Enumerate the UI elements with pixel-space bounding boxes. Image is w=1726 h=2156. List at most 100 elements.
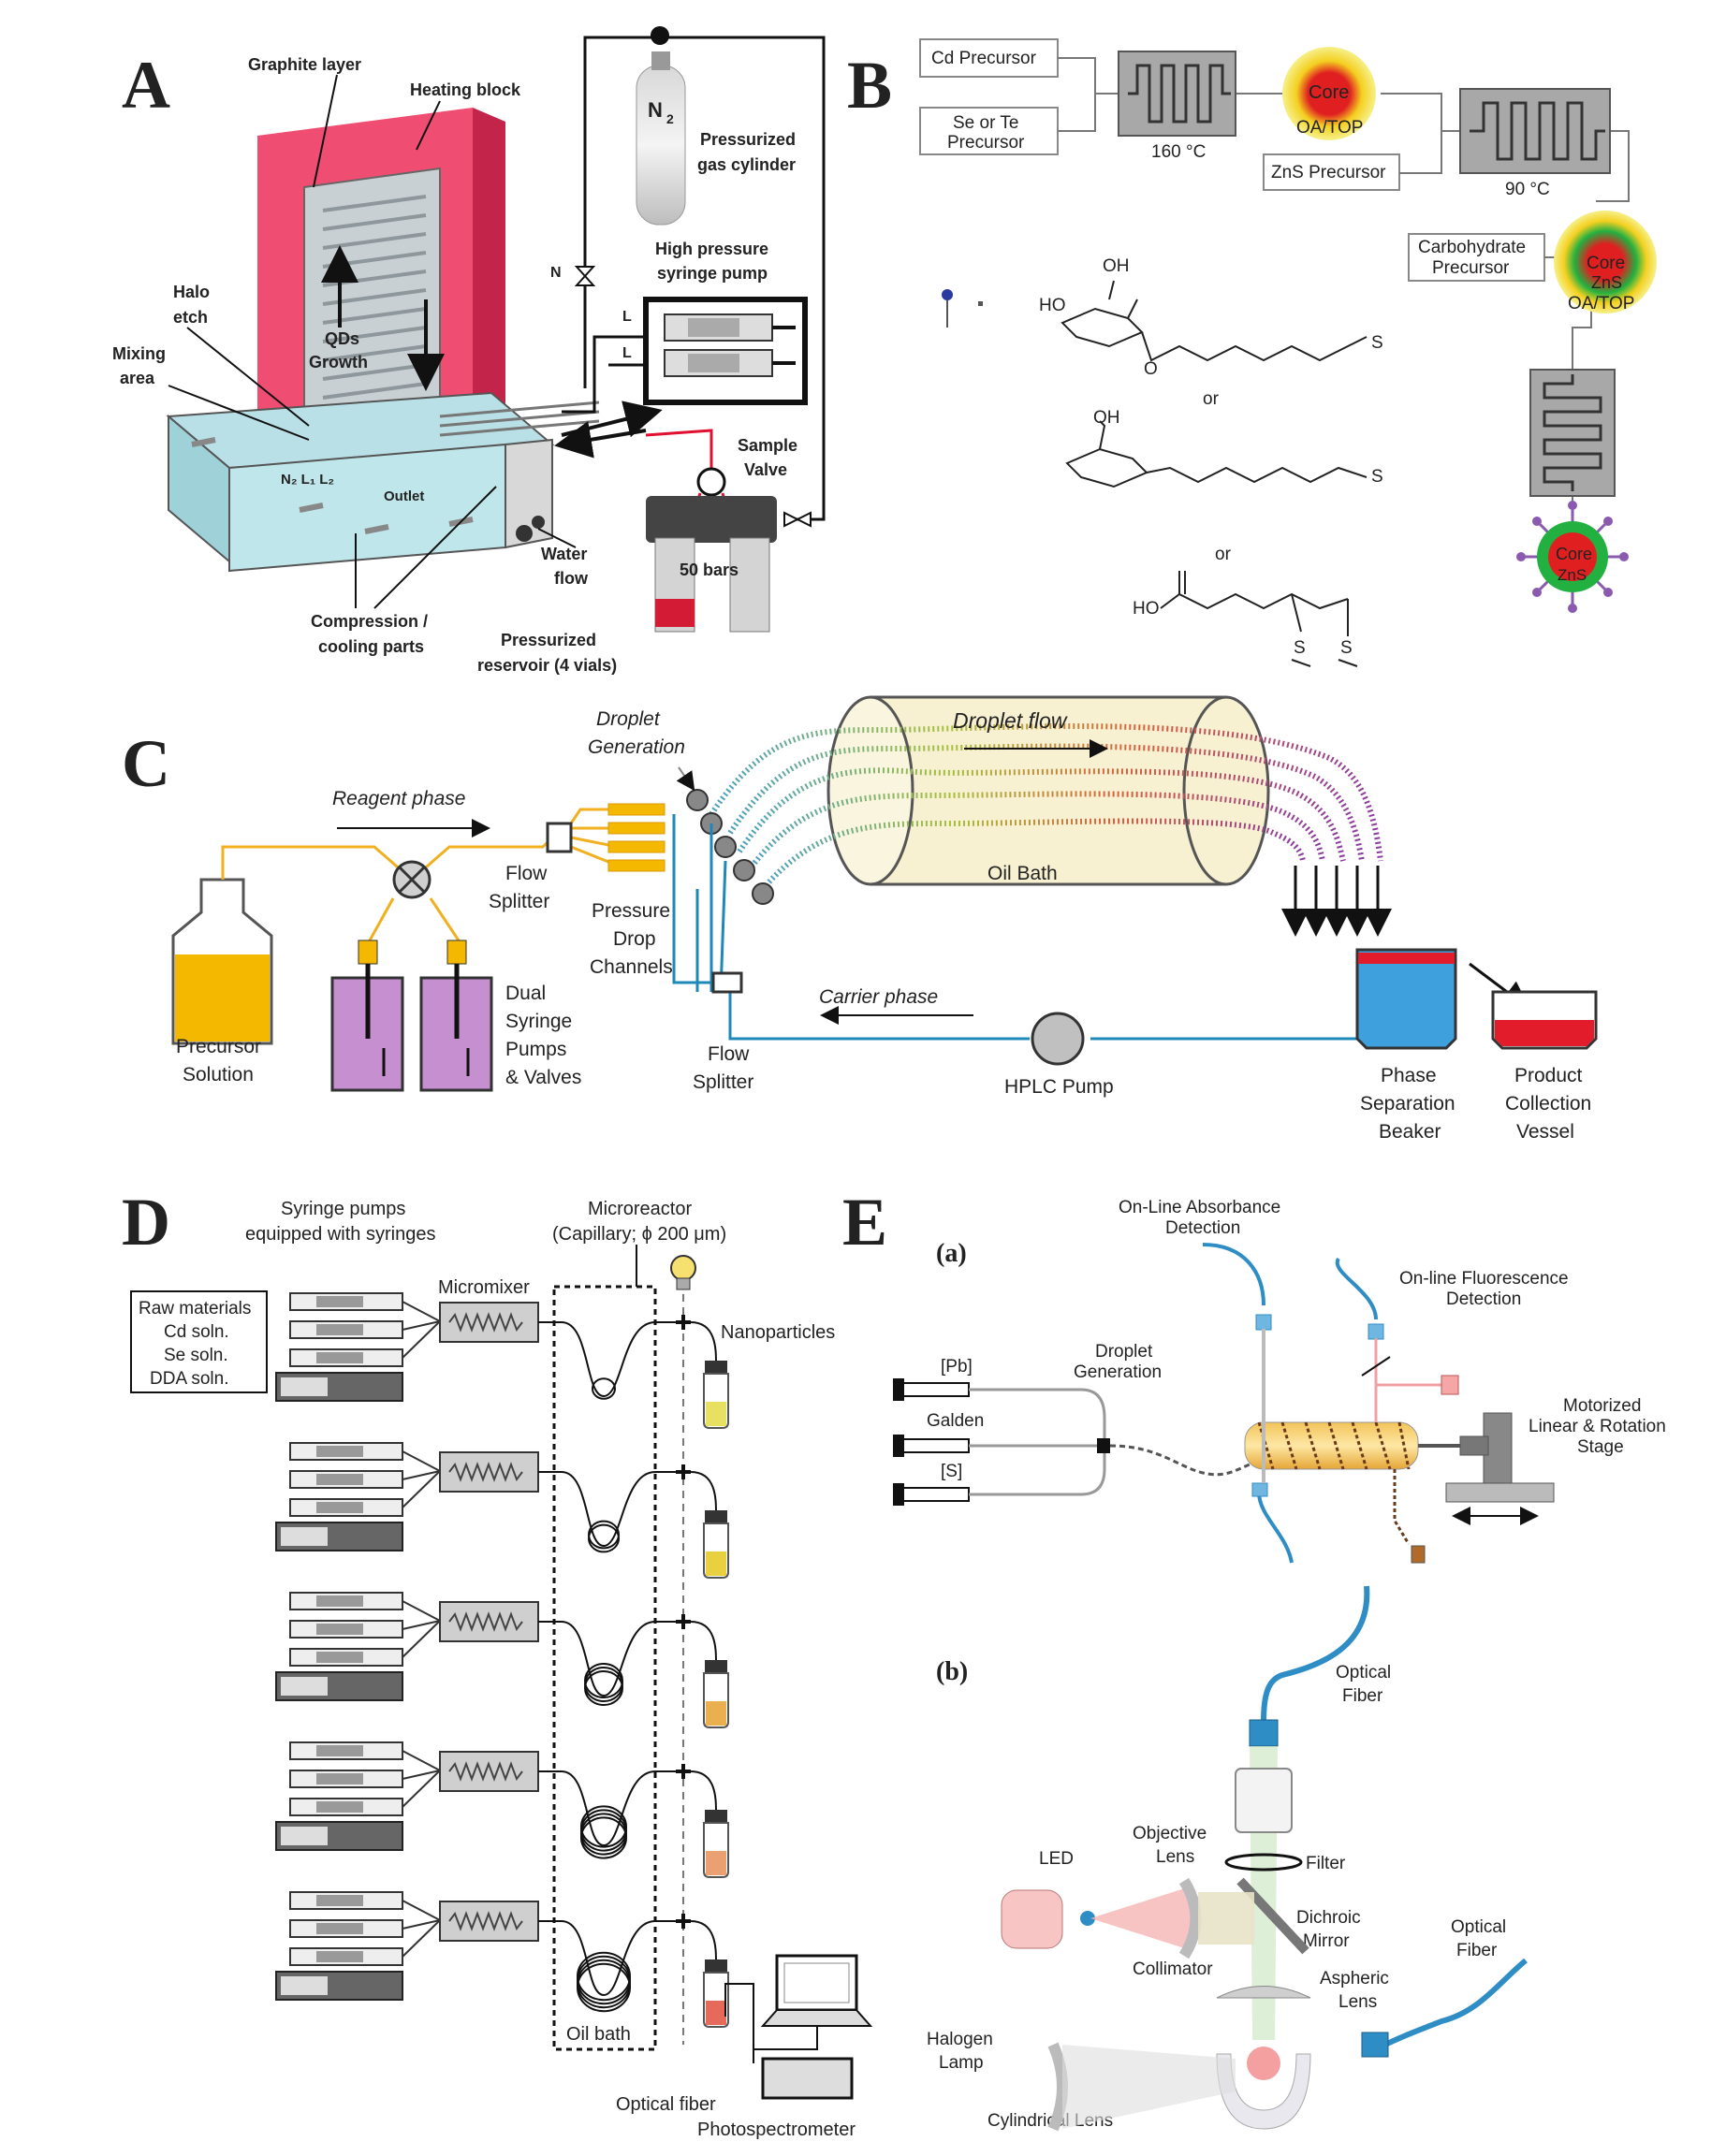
water-label-1: Water xyxy=(541,545,587,563)
motorized-label-3: Stage xyxy=(1577,1437,1624,1457)
pressure-drop-label-2: Drop xyxy=(613,928,656,950)
pb-label: [Pb] xyxy=(941,1357,973,1377)
droplet-generators xyxy=(686,789,774,905)
carbohydrate-label-1: Carbohydrate xyxy=(1418,238,1526,257)
capillary xyxy=(538,1621,683,1697)
reactor-row xyxy=(275,1891,729,2028)
sugar-structure-2 xyxy=(1065,420,1368,488)
led-icon xyxy=(1001,1889,1095,1949)
led-label: LED xyxy=(1039,1849,1074,1869)
absorbance-label-1: On-Line Absorbance xyxy=(1119,1198,1280,1217)
or-label-1: or xyxy=(1203,389,1220,409)
micromixer xyxy=(439,1901,539,1942)
flow-splitter-label-2: Splitter xyxy=(489,891,549,912)
capillary xyxy=(538,1471,683,1548)
raw-materials-box: Raw materials Cd soln. Se soln. DDA soln… xyxy=(130,1290,268,1393)
motorized-label-2: Linear & Rotation xyxy=(1529,1417,1666,1436)
hplc-pump xyxy=(1031,1012,1085,1066)
filter xyxy=(1224,1853,1303,1872)
mixing-label-1: Mixing xyxy=(112,344,166,363)
reactor-row xyxy=(275,1741,729,1878)
reactor-3 xyxy=(1529,369,1616,497)
pressure-drop-label-1: Pressure xyxy=(592,900,670,922)
aspheric-label-1: Aspheric xyxy=(1320,1969,1389,1988)
subpanel-b-label: (b) xyxy=(936,1657,968,1686)
precursor-label-1: Precursor xyxy=(176,1036,261,1057)
dichroic-label-2: Mirror xyxy=(1303,1931,1350,1951)
motorized-stage xyxy=(1418,1412,1555,1503)
cd-soln-label: Cd soln. xyxy=(164,1322,229,1342)
zns-precursor-box xyxy=(1263,153,1400,191)
sample-label-2: Valve xyxy=(744,460,787,479)
filter-label: Filter xyxy=(1306,1854,1346,1873)
phase-sep-label-2: Separation xyxy=(1360,1093,1455,1114)
panel-b-letter: B xyxy=(847,48,892,123)
product-collection-vessel xyxy=(1491,990,1598,1050)
reactor-160 xyxy=(1118,51,1236,137)
halo-label-2: etch xyxy=(173,308,208,327)
n2-valve-label: N xyxy=(550,265,562,281)
flow-splitter-label-1: Flow xyxy=(505,863,548,884)
optical-fiber-label-1: Optical xyxy=(1336,1663,1391,1683)
fiber-connector xyxy=(1249,1719,1279,1747)
micromixer xyxy=(439,1751,539,1792)
reservoir-label-1: Pressurized xyxy=(501,631,596,649)
s-label-1: S xyxy=(1371,333,1383,353)
ho-label-1: HO xyxy=(1039,296,1066,315)
dual-syringe-pumps xyxy=(330,940,493,1092)
oil-bath-label: Oil Bath xyxy=(987,863,1058,884)
vial-liquid xyxy=(706,1701,726,1726)
dual-pumps-label-1: Dual xyxy=(505,983,546,1004)
s-label-e: [S] xyxy=(941,1462,962,1481)
core-label-3: Core xyxy=(1556,545,1592,563)
galden-label: Galden xyxy=(927,1411,984,1431)
optical-fiber-label-d: Optical fiber xyxy=(616,2094,716,2115)
micromixer xyxy=(439,1302,539,1343)
svg-text:2: 2 xyxy=(666,111,674,126)
panel-b: B Cd Precursor Se or Te Precursor ZnS Pr… xyxy=(847,38,1657,667)
oh-label-2: OH xyxy=(1093,408,1120,428)
graphite-label: Graphite layer xyxy=(248,55,361,74)
halogen-label-1: Halogen xyxy=(927,2030,993,2049)
qds-label-1: QDs xyxy=(325,329,359,348)
vial-liquid xyxy=(706,1402,726,1426)
reactor-90 xyxy=(1459,88,1611,174)
vial-cap xyxy=(705,1959,727,1973)
absorbance-label-2: Detection xyxy=(1165,1218,1240,1238)
phase-separation-beaker xyxy=(1355,948,1457,1050)
se-precursor-box xyxy=(919,107,1059,155)
capillary xyxy=(538,1770,683,1847)
cd-precursor-box xyxy=(919,38,1059,78)
nanoparticles-label: Nanoparticles xyxy=(721,1322,835,1343)
droplet-flow-label: Droplet flow xyxy=(953,708,1068,733)
cross-connector xyxy=(676,1315,691,1330)
l1-label: L xyxy=(622,309,632,325)
aspheric-label-2: Lens xyxy=(1338,1992,1377,2012)
product-label-2: Collection xyxy=(1505,1093,1591,1114)
core-label-2: Core xyxy=(1587,254,1625,273)
sample-label-1: Sample xyxy=(738,436,797,455)
ho-label-3: HO xyxy=(1133,599,1160,619)
sample-valve xyxy=(696,467,726,497)
e-syringes xyxy=(893,1378,970,1506)
cross-connector xyxy=(676,1914,691,1929)
droplet-channels xyxy=(709,723,1383,891)
vial-liquid xyxy=(706,1551,726,1576)
vial-cap xyxy=(705,1510,727,1523)
compression-label-1: Compression / xyxy=(311,612,428,631)
phase-sep-label-3: Beaker xyxy=(1379,1121,1441,1143)
zns-label-3: ZnS xyxy=(1558,566,1587,584)
qd-core-3 xyxy=(1516,501,1629,613)
fluorescence-label-1: On-line Fluorescence xyxy=(1399,1269,1569,1289)
temp-90-label: 90 °C xyxy=(1505,180,1550,199)
mixing-label-2: area xyxy=(120,369,155,387)
optical-fiber-label-2: Fiber xyxy=(1342,1686,1383,1706)
l2-label: L xyxy=(622,345,632,361)
droplet-gen-e-label-1: Droplet xyxy=(1095,1342,1153,1362)
microreactor-label-2: (Capillary; ϕ 200 μm) xyxy=(552,1224,726,1245)
compression-label-2: cooling parts xyxy=(318,637,424,656)
carbohydrate-label-2: Precursor xyxy=(1432,258,1510,278)
ports-outlet-label: Outlet xyxy=(384,488,424,504)
panel-c-letter: C xyxy=(122,726,170,801)
vial-cap xyxy=(705,1660,727,1673)
